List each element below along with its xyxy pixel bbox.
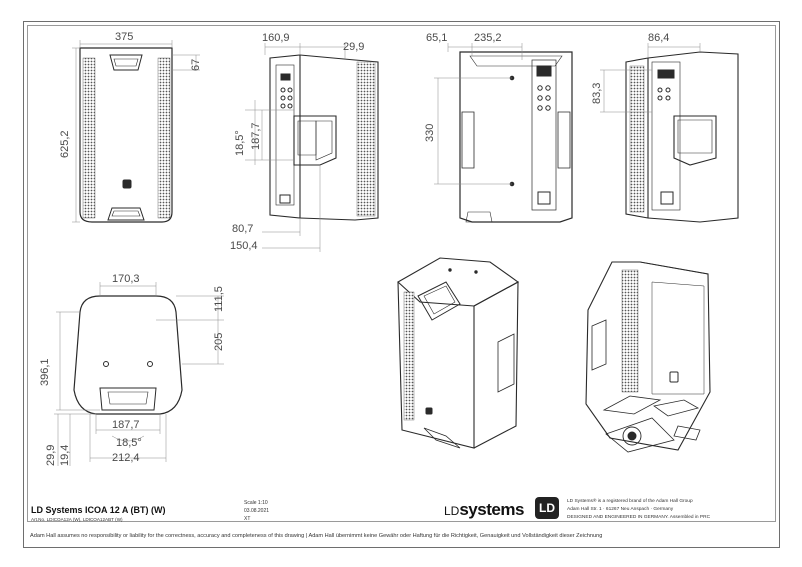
dim-bottom-left-a: 29,9 <box>45 445 57 466</box>
dim-side-depth-b: 150,4 <box>230 240 258 252</box>
dim-front-height: 625,2 <box>59 130 71 158</box>
dim-front-top-offset: 67 <box>190 59 202 71</box>
disclaimer: Adam Hall assumes no responsibility or l… <box>30 533 603 539</box>
side-view <box>269 54 379 221</box>
dim-rear-width: 235,2 <box>474 32 502 44</box>
rear-view-dimensions <box>434 43 523 185</box>
dim-side-top-b: 29,9 <box>343 41 364 53</box>
dim-side-depth-a: 80,7 <box>232 223 253 235</box>
dim-side-top-a: 160,9 <box>262 32 290 44</box>
dim-side2-height: 83,3 <box>591 83 603 104</box>
dim-side-height: 187,7 <box>250 122 262 150</box>
brand-designed: DESIGNED AND ENGINEERED IN GERMANY. Asse… <box>567 515 711 520</box>
side-view-right <box>625 51 739 223</box>
brand-logo: LD <box>535 497 559 519</box>
front-view-dimensions <box>72 40 200 223</box>
front-view <box>79 47 173 223</box>
drawing-author: XT <box>244 516 251 522</box>
dim-side2-top: 86,4 <box>648 32 669 44</box>
dim-bottom-right-b: 205 <box>213 333 225 351</box>
dim-front-width: 375 <box>115 31 133 43</box>
dim-bottom-lower-b: 212,4 <box>112 452 140 464</box>
dim-bottom-width: 170,3 <box>112 273 140 285</box>
brand-ld: LD <box>444 504 460 518</box>
dim-bottom-lower-a: 187,7 <box>112 419 140 431</box>
drawing-date: 03.08.2021 <box>244 508 270 514</box>
dim-bottom-right-a: 111,5 <box>213 286 225 312</box>
dim-rear-height: 330 <box>424 124 436 142</box>
bottom-view-dimensions <box>54 282 224 466</box>
dim-bottom-left-b: 19,4 <box>59 445 71 466</box>
outer-frame <box>23 21 780 548</box>
side-view-right-dimensions <box>600 43 701 113</box>
brand-note: LD Systems® is a registered brand of the… <box>567 499 693 504</box>
product-title: LD Systems ICOA 12 A (BT) (W) <box>31 505 166 515</box>
iso-front-view <box>397 257 520 449</box>
bottom-view <box>73 295 183 415</box>
iso-rear-view <box>585 261 711 453</box>
brand-address: Adam Hall Str. 1 · 61267 Neu Anspach · G… <box>567 507 674 512</box>
dim-side-angle: 18,5° <box>234 130 246 156</box>
dim-bottom-angle: 18,5° <box>116 437 142 449</box>
article-numbers: Art.No. LDICOA12A (W), LDICOA12ABT (W) <box>31 517 123 522</box>
brand-systems: systems <box>459 500 524 519</box>
rear-view <box>459 51 573 223</box>
dim-rear-left: 65,1 <box>426 32 447 44</box>
scale: Scale 1:10 <box>244 500 268 506</box>
dim-bottom-depth: 396,1 <box>39 358 51 386</box>
inner-frame <box>27 25 776 522</box>
brand-wordmark: LDsystems <box>444 500 524 520</box>
side-view-dimensions <box>245 43 346 252</box>
